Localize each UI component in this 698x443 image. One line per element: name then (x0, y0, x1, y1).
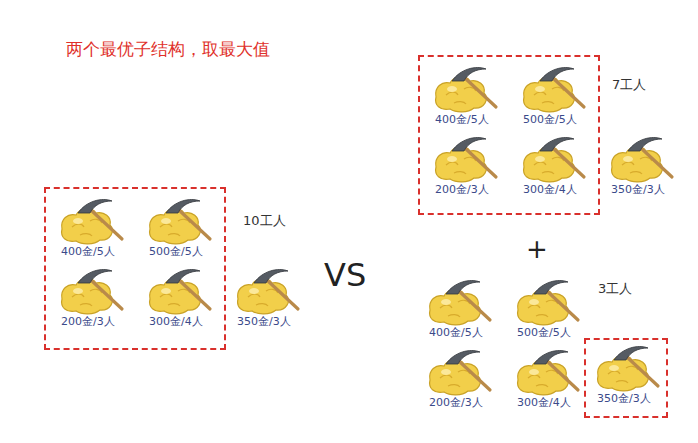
mine-label: 400金/5人 (427, 326, 485, 340)
mine-label: 300金/4人 (147, 315, 205, 329)
mine-label: 500金/5人 (515, 326, 573, 340)
mine-label: 400金/5人 (59, 245, 117, 259)
mine-label: 350金/3人 (609, 183, 667, 197)
mine-label: 200金/3人 (59, 315, 117, 329)
diagram-title: 两个最优子结构，取最大值 (66, 38, 270, 61)
worker-count: 10工人 (243, 212, 286, 230)
dashed-group-box: 400金/5人 500金/5人 200金/3人 300金/4人 (418, 55, 600, 215)
versus-mark: VS (324, 256, 366, 294)
worker-count: 3工人 (598, 280, 632, 298)
mine-label: 200金/3人 (433, 183, 491, 197)
mine-label: 300金/4人 (515, 396, 573, 410)
mine-label: 350金/3人 (595, 392, 653, 406)
mine-label: 300金/4人 (521, 183, 579, 197)
dashed-group-box: 350金/3人 (584, 338, 668, 418)
mine-label: 350金/3人 (235, 315, 293, 329)
mine-label: 400金/5人 (433, 113, 491, 127)
worker-count: 7工人 (612, 76, 646, 94)
plus-sign: + (526, 234, 548, 264)
mine-label: 500金/5人 (521, 113, 579, 127)
mine-label: 500金/5人 (147, 245, 205, 259)
mine-label: 200金/3人 (427, 396, 485, 410)
dashed-group-box: 400金/5人 500金/5人 200金/3人 300金/4人 (44, 187, 226, 350)
